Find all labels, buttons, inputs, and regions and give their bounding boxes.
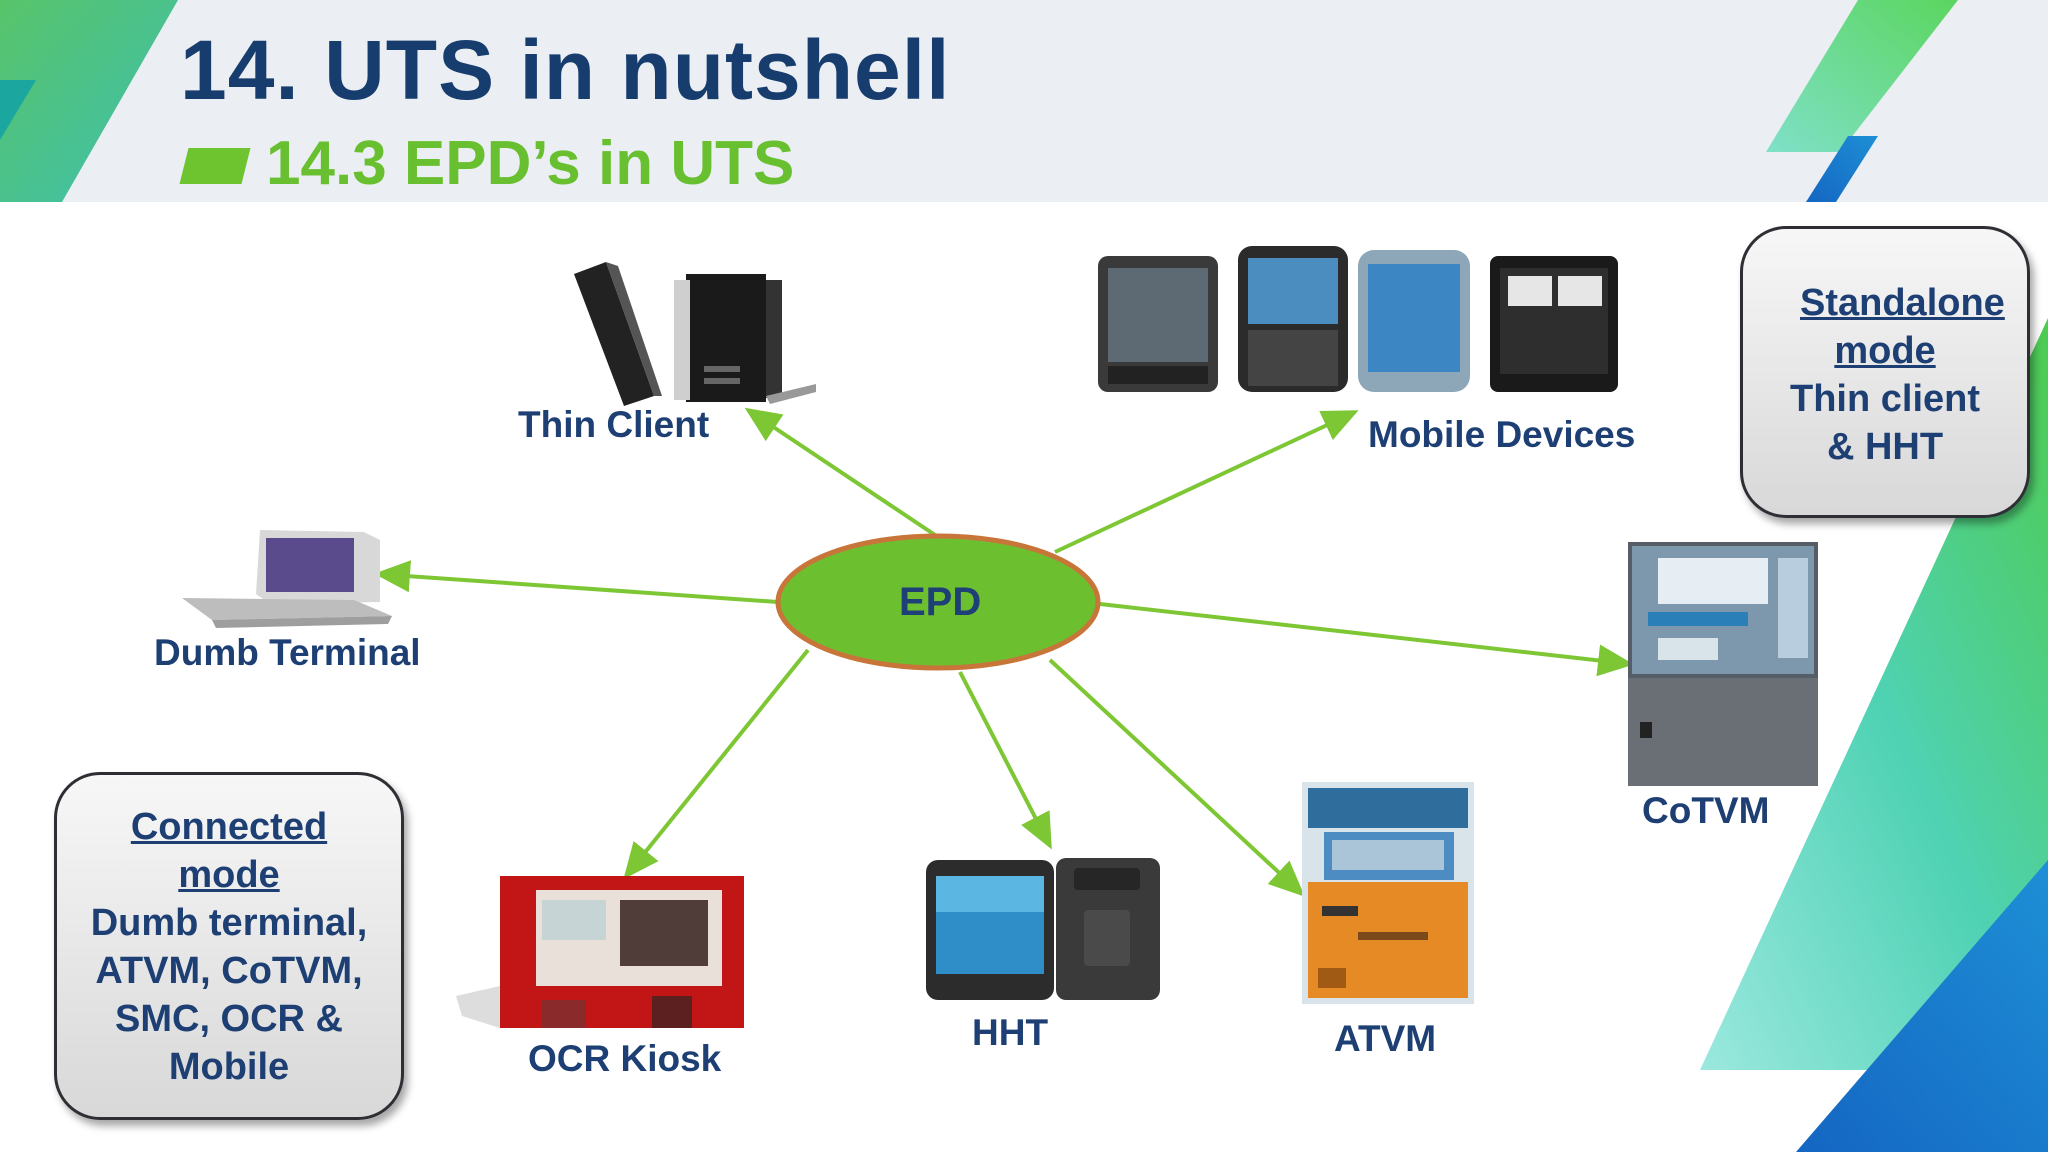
page-title: 14. UTS in nutshell — [180, 23, 951, 117]
atvm-machine-icon — [1302, 782, 1474, 1004]
label-mobile-devices: Mobile Devices — [1368, 414, 1636, 455]
arrow-to-ocr-kiosk — [623, 648, 810, 880]
connected-mode-title: Connected mode — [130, 806, 328, 896]
standalone-mode-title: Standalone mode — [1800, 282, 2005, 372]
arrow-to-mobile-devices — [1054, 410, 1359, 554]
right-bottom-blue-shape — [1796, 860, 2048, 1152]
ocr-kiosk-icon — [456, 876, 744, 1028]
mobile-phones-icon — [1098, 246, 1618, 392]
label-hht: HHT — [972, 1012, 1049, 1053]
label-atvm: ATVM — [1334, 1018, 1437, 1059]
left-slash-shape — [0, 0, 178, 202]
connected-mode-description: Dumb terminal, ATVM, CoTVM, SMC, OCR & M… — [90, 902, 368, 1088]
label-cotvm: CoTVM — [1642, 790, 1770, 831]
label-thin-client: Thin Client — [518, 404, 710, 445]
dumb-terminal-icon — [182, 530, 392, 628]
right-top-slash-shape — [1766, 0, 1958, 152]
title-band — [0, 0, 2048, 202]
page-subtitle: 14.3 EPD’s in UTS — [266, 129, 795, 198]
label-dumb-terminal: Dumb Terminal — [154, 632, 421, 673]
cotvm-machine-icon — [1628, 542, 1818, 786]
thin-client-computer-icon — [574, 262, 816, 406]
handheld-terminal-icon — [926, 858, 1160, 1000]
label-ocr-kiosk: OCR Kiosk — [528, 1038, 722, 1079]
right-blue-slash-shape — [1806, 136, 1878, 202]
arrow-to-hht — [958, 671, 1052, 850]
arrow-to-dumb-terminal — [374, 560, 779, 604]
epd-label: EPD — [899, 580, 982, 624]
arrow-to-thin-client — [744, 407, 937, 537]
arrow-to-cotvm — [1099, 602, 1634, 677]
connected-mode-note: Connected mode Dumb terminal, ATVM, CoTV… — [54, 772, 404, 1120]
standalone-mode-description: Thin client & HHT — [1790, 378, 1980, 468]
arrow-to-atvm — [1048, 658, 1305, 897]
standalone-mode-note: Standalone mode Thin client & HHT — [1740, 226, 2030, 518]
left-dark-slash-shape — [0, 80, 36, 140]
epd-ellipse — [775, 533, 1101, 671]
